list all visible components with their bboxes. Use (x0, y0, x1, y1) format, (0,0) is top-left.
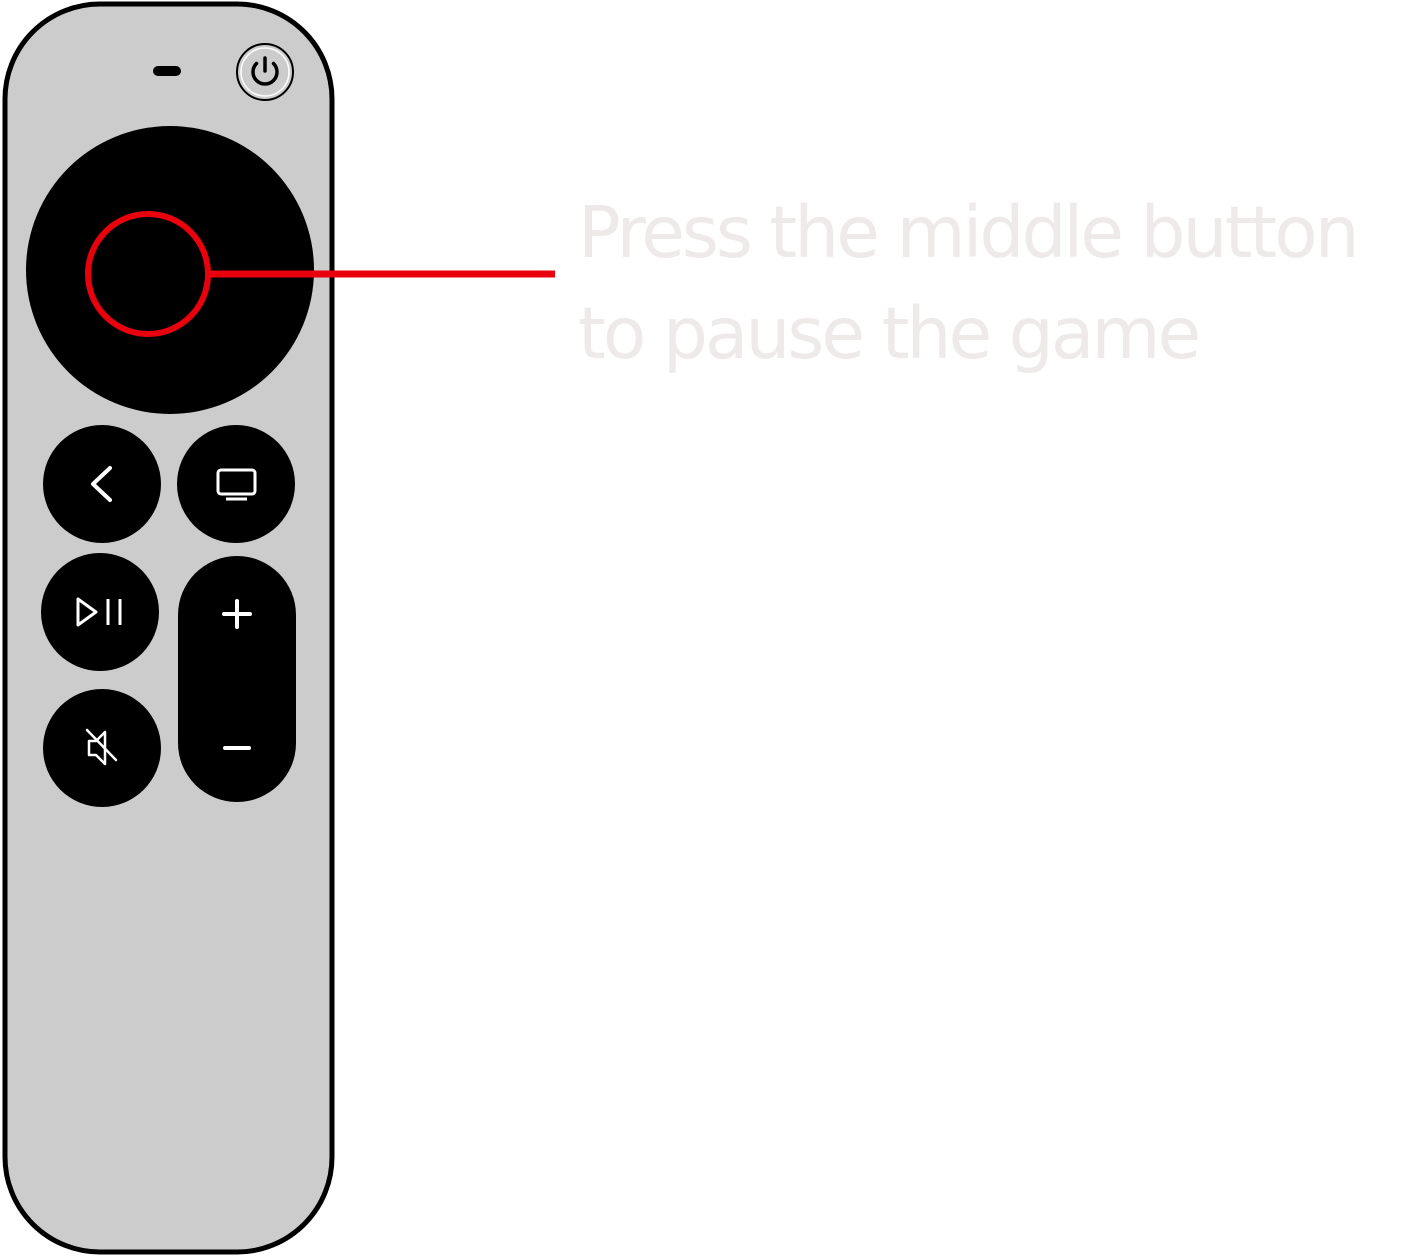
back-button[interactable] (43, 425, 161, 543)
plus-icon (222, 599, 252, 629)
clickpad[interactable] (26, 126, 314, 414)
volume-rocker[interactable] (178, 556, 296, 802)
mute-icon (85, 728, 118, 766)
chevron-left-icon (91, 466, 112, 502)
mute-button[interactable] (43, 689, 161, 807)
instruction-caption: Press the middle button to pause the gam… (578, 182, 1360, 384)
tv-icon (216, 468, 257, 501)
play-pause-icon (76, 597, 122, 627)
power-button[interactable] (236, 43, 294, 101)
play-pause-button[interactable] (41, 553, 159, 671)
tv-button[interactable] (177, 425, 295, 543)
status-indicator (153, 66, 181, 76)
caption-line-1: Press the middle button (578, 191, 1360, 274)
power-icon (251, 56, 279, 86)
caption-line-2: to pause the game (578, 292, 1201, 375)
